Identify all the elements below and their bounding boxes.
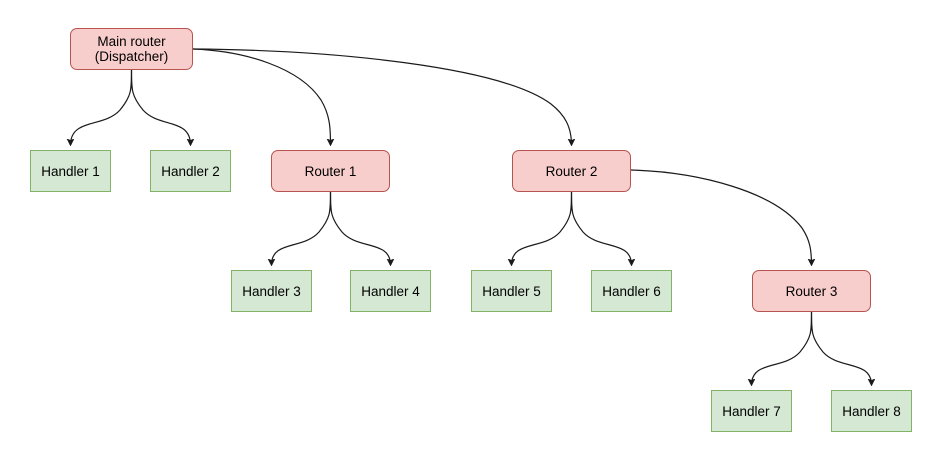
edge-router-2-to-handler-5 [512, 191, 573, 265]
node-handler-3-label: Handler 3 [242, 283, 301, 299]
edge-router-3-to-handler-7 [752, 311, 813, 385]
node-handler-7-label: Handler 7 [722, 403, 781, 419]
node-handler-6[interactable]: Handler 6 [591, 270, 672, 312]
node-handler-8[interactable]: Handler 8 [831, 390, 912, 432]
node-handler-2-label: Handler 2 [161, 163, 220, 179]
node-handler-7[interactable]: Handler 7 [711, 390, 792, 432]
edge-main-to-router-2 [192, 48, 572, 145]
node-handler-4-label: Handler 4 [361, 283, 420, 299]
edge-main-to-handler-1 [71, 69, 133, 145]
node-handler-5-label: Handler 5 [482, 283, 541, 299]
node-router-1-label: Router 1 [304, 163, 357, 179]
edge-router-3-to-handler-8 [810, 311, 872, 385]
node-handler-5[interactable]: Handler 5 [471, 270, 552, 312]
node-router-3[interactable]: Router 3 [752, 270, 871, 312]
node-handler-4[interactable]: Handler 4 [350, 270, 431, 312]
node-router-2-label: Router 2 [545, 163, 598, 179]
node-handler-8-label: Handler 8 [842, 403, 901, 419]
node-router-1[interactable]: Router 1 [271, 150, 390, 192]
edge-router-2-to-router-3 [630, 169, 812, 265]
node-main-router-label: Main router (Dispatcher) [94, 34, 169, 64]
node-handler-3[interactable]: Handler 3 [231, 270, 312, 312]
node-handler-6-label: Handler 6 [602, 283, 661, 299]
edge-router-1-to-handler-4 [329, 191, 391, 265]
node-handler-1[interactable]: Handler 1 [30, 150, 111, 192]
node-main-router[interactable]: Main router (Dispatcher) [70, 28, 193, 70]
node-router-2[interactable]: Router 2 [512, 150, 631, 192]
node-handler-2[interactable]: Handler 2 [150, 150, 231, 192]
edge-main-to-handler-2 [130, 69, 191, 145]
edge-router-1-to-handler-3 [272, 191, 332, 265]
edge-main-to-router-1 [192, 48, 331, 145]
edge-router-2-to-handler-6 [570, 191, 632, 265]
node-handler-1-label: Handler 1 [41, 163, 100, 179]
node-router-3-label: Router 3 [785, 283, 838, 299]
